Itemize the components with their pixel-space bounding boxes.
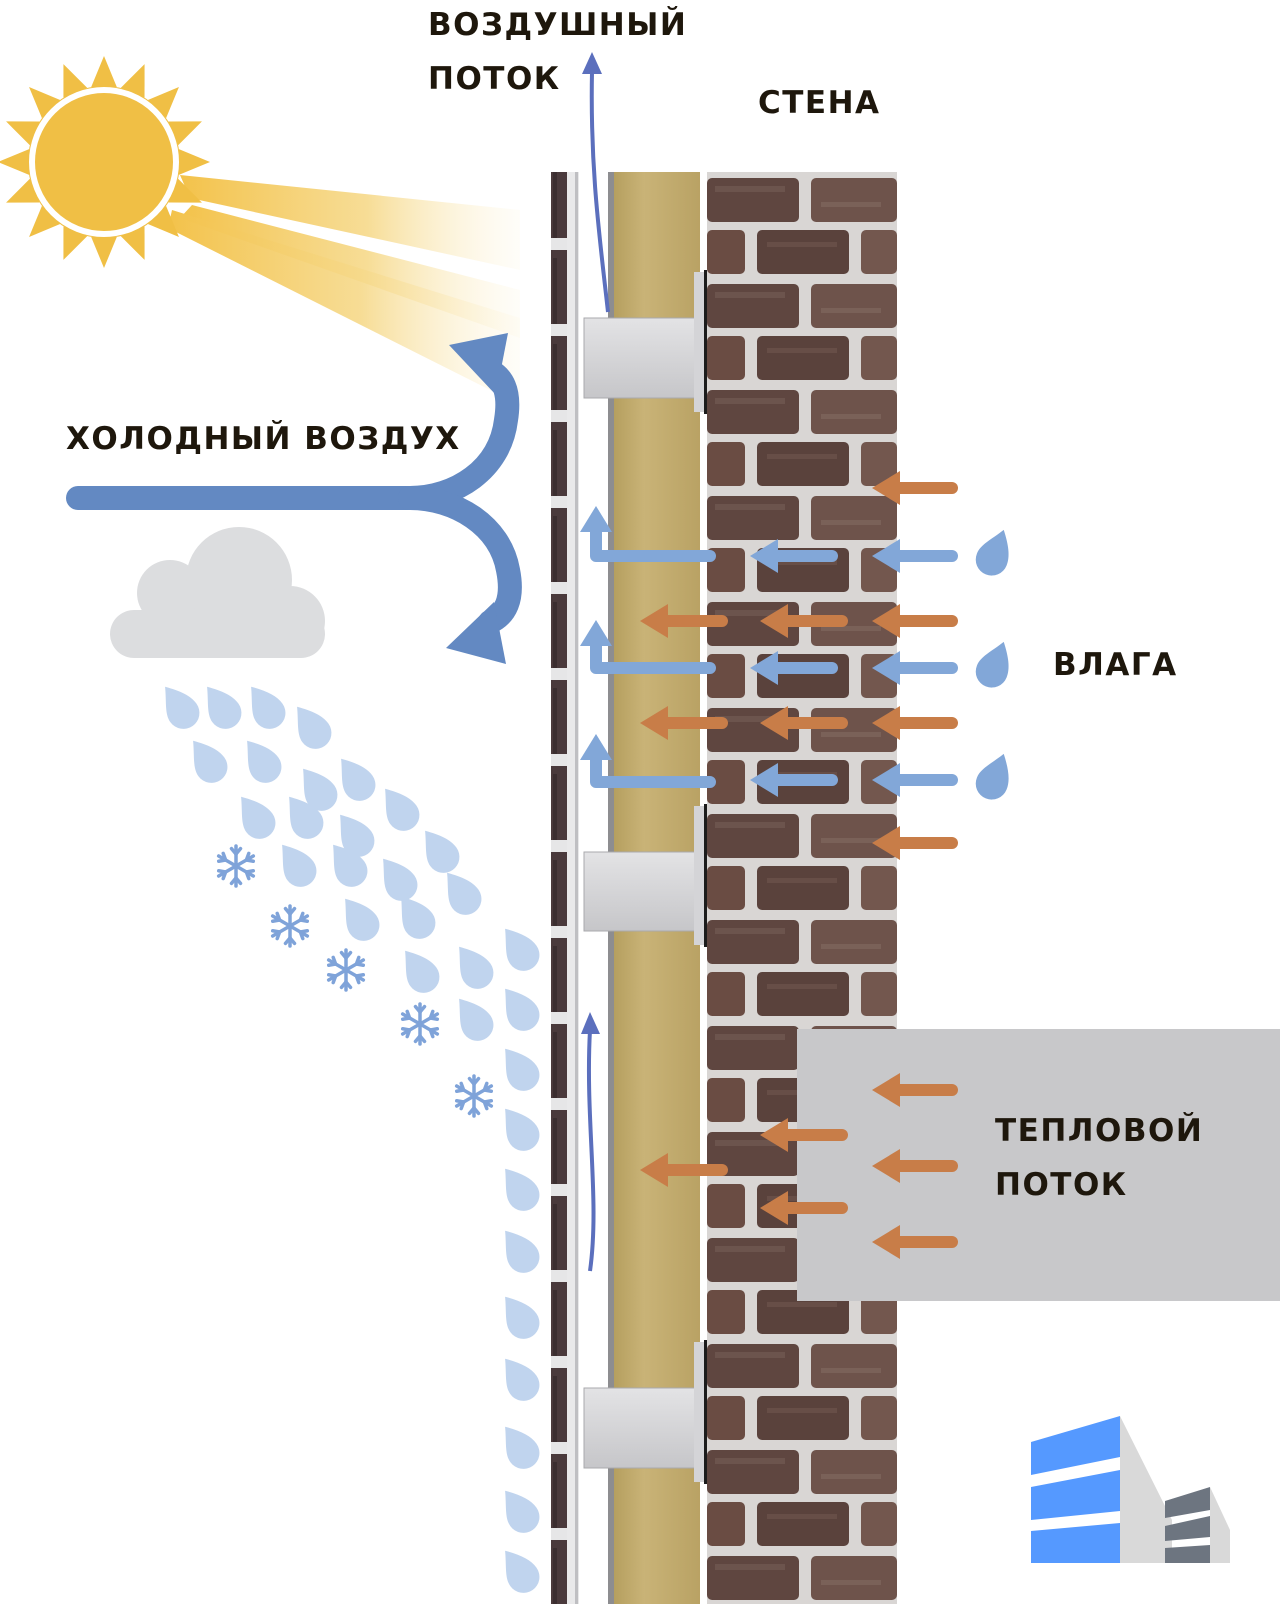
- raindrop-icon: [505, 1296, 540, 1339]
- raindrop-icon: [207, 686, 242, 729]
- facade-cladding: [551, 172, 579, 1604]
- moisture-flow-arrow: [580, 506, 716, 562]
- raindrop-icon: [333, 844, 368, 887]
- raindrop-icon: [297, 706, 332, 749]
- air-flow-label-line1: ВОЗДУШНЫЙ: [428, 7, 688, 43]
- heat-flow-label-line2: ПОТОК: [995, 1167, 1128, 1203]
- bracket: [583, 317, 697, 399]
- raindrop-icon: [241, 796, 276, 839]
- heat-arrow: [760, 706, 848, 740]
- heat-flow-label: ТЕПЛОВОЙ ПОТОК: [995, 1104, 1203, 1212]
- raindrop-icon: [505, 1230, 540, 1273]
- raindrop-icon: [505, 1168, 540, 1211]
- snowflake-icon: [326, 948, 366, 992]
- snowflake-icon: [216, 844, 256, 888]
- raindrop-icon: [303, 768, 338, 811]
- raindrop-icon: [345, 898, 380, 941]
- air-flow-label-line2: ПОТОК: [428, 61, 561, 97]
- heat-arrow: [640, 706, 728, 740]
- moisture-arrow: [872, 763, 958, 797]
- raindrop-icon: [341, 758, 376, 801]
- raindrop-icon: [282, 844, 317, 887]
- moisture-arrow: [750, 651, 838, 685]
- heat-arrow: [872, 604, 958, 638]
- cloud-icon: [110, 527, 325, 658]
- heat-arrow: [640, 604, 728, 638]
- air-flow-label: ВОЗДУШНЫЙ ПОТОК: [428, 0, 687, 106]
- raindrop-icon: [251, 686, 286, 729]
- raindrop-icon: [385, 788, 420, 831]
- raindrop-icon: [459, 946, 494, 989]
- raindrop-icon: [289, 796, 324, 839]
- snowflake-icon: [270, 904, 310, 948]
- heat-arrow: [872, 706, 958, 740]
- heat-arrow: [872, 826, 958, 860]
- raindrop-icon: [447, 872, 482, 915]
- raindrop-icon: [383, 858, 418, 901]
- cold-air-arrowhead-up: [449, 333, 508, 395]
- heat-flow-label-line1: ТЕПЛОВОЙ: [995, 1113, 1204, 1149]
- raindrop-icon: [405, 950, 440, 993]
- air-flow-arrow-lower: [581, 1012, 600, 1272]
- brick-wall: [707, 172, 897, 1604]
- heat-arrow: [872, 471, 958, 505]
- heat-arrow: [760, 1191, 848, 1225]
- moisture-drop-icon: [975, 753, 1009, 800]
- air-flow-arrow: [582, 52, 610, 313]
- raindrop-icon: [401, 896, 436, 939]
- raindrop-icon: [505, 1550, 540, 1593]
- heat-arrow: [872, 1073, 958, 1107]
- heat-arrow: [760, 1118, 848, 1152]
- moisture-flow-arrow: [580, 620, 716, 674]
- raindrop-icon: [505, 1358, 540, 1401]
- raindrop-icon: [193, 740, 228, 783]
- moisture-arrow: [872, 539, 958, 573]
- raindrop-icon: [425, 830, 460, 873]
- snowflake-icon: [454, 1074, 494, 1118]
- cold-air-arrow: [66, 360, 522, 634]
- snowflake-icon: [400, 1002, 440, 1046]
- bracket: [583, 1387, 697, 1469]
- raindrop-icon: [505, 988, 540, 1031]
- moisture-drop-icon: [975, 641, 1009, 688]
- bracket: [583, 851, 697, 932]
- raindrop-icon: [505, 1426, 540, 1469]
- heat-arrow: [872, 1149, 958, 1183]
- moisture-flow-arrow: [580, 734, 716, 788]
- moisture-arrow: [872, 651, 958, 685]
- raindrop-icon: [505, 928, 540, 971]
- raindrop-icon: [505, 1048, 540, 1091]
- cold-air-label: ХОЛОДНЫЙ ВОЗДУХ: [66, 421, 461, 457]
- mounting-brackets: [583, 270, 707, 1484]
- heat-arrow: [760, 604, 848, 638]
- sunlight-beams: [168, 175, 520, 405]
- raindrop-icon: [505, 1490, 540, 1533]
- moisture-arrow: [750, 539, 838, 573]
- raindrop-icon: [505, 1108, 540, 1151]
- moisture-arrow: [750, 763, 838, 797]
- wall-label: СТЕНА: [758, 85, 881, 121]
- raindrop-icon: [165, 686, 200, 729]
- sun-icon: [0, 56, 520, 405]
- moisture-drop-icon: [975, 529, 1009, 576]
- cold-air-arrowhead-down: [446, 602, 506, 664]
- raindrop-icon: [340, 814, 375, 857]
- heat-arrow: [640, 1153, 728, 1187]
- heat-arrow: [872, 1225, 958, 1259]
- raindrop-icon: [247, 740, 282, 783]
- building-logo-icon: [1031, 1416, 1230, 1563]
- raindrop-icon: [459, 998, 494, 1041]
- moisture-label: ВЛАГА: [1053, 647, 1178, 683]
